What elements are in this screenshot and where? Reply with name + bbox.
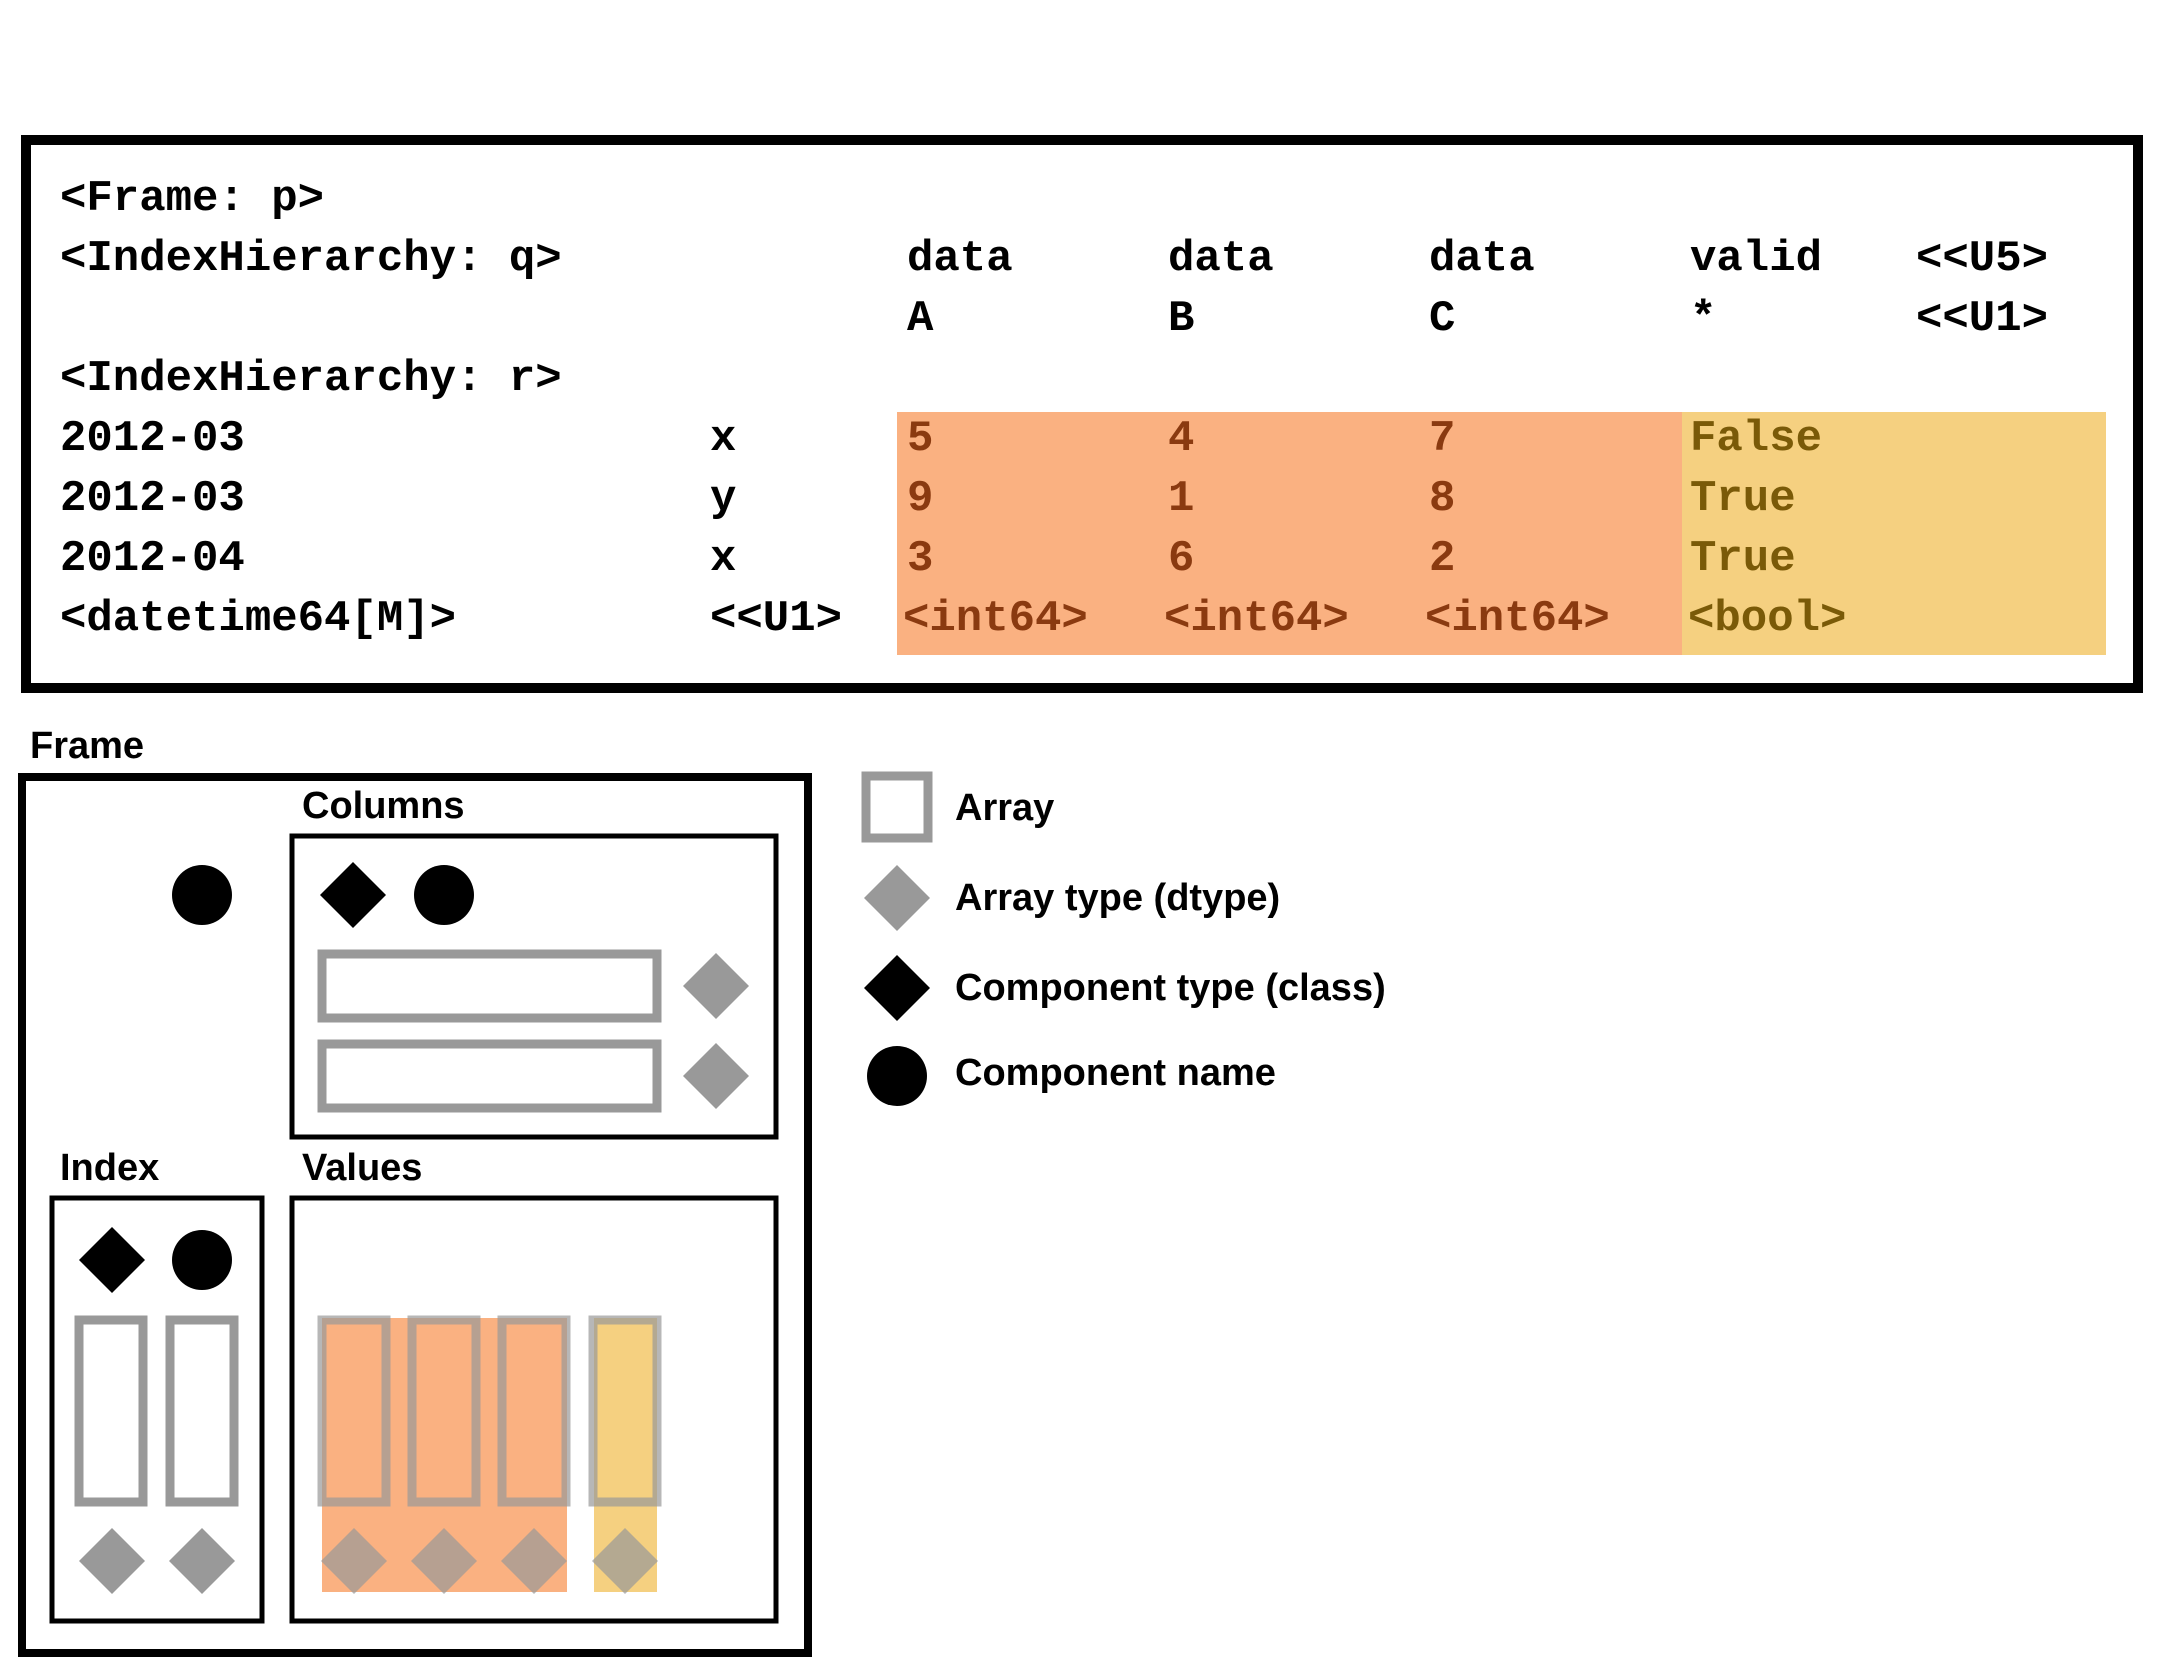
values-dtype-diamond-3 <box>592 1528 658 1594</box>
int-values-highlight <box>897 412 1682 655</box>
value-dtype-valid: <bool> <box>1688 594 1846 644</box>
value-dtype-c: <int64> <box>1425 594 1610 644</box>
values-dtype-diamond-1 <box>411 1528 477 1594</box>
legend-name-circle <box>867 1046 927 1106</box>
row-2-value-a: 3 <box>907 534 933 584</box>
columns-dtype-diamond-0 <box>683 953 749 1019</box>
legend: Array Array type (dtype) Component type … <box>861 771 1386 1106</box>
index-array-0 <box>74 1315 148 1507</box>
legend-class-label: Component type (class) <box>955 967 1386 1009</box>
row-1-index-date: 2012-03 <box>60 474 245 524</box>
row-1-value-valid: True <box>1690 474 1796 524</box>
values-dtype-diamond-0 <box>321 1528 387 1594</box>
index-array-1 <box>165 1315 239 1507</box>
values-label: Values <box>302 1147 422 1189</box>
row-0-value-valid: False <box>1690 414 1822 464</box>
columns-name-circle <box>414 865 474 925</box>
row-2-value-b: 6 <box>1168 534 1194 584</box>
row-0-value-b: 4 <box>1168 414 1194 464</box>
col-level1-valid: * <box>1690 294 1716 344</box>
legend-class-diamond <box>864 955 930 1021</box>
columns-dtype-diamond-1 <box>683 1043 749 1109</box>
values-array-1 <box>407 1315 481 1507</box>
index-header: <IndexHierarchy: r> <box>60 354 562 404</box>
row-2-value-c: 2 <box>1429 534 1455 584</box>
col-dtype-level0: <<U5> <box>1916 234 2048 284</box>
value-dtype-a: <int64> <box>903 594 1088 644</box>
index-dtype-diamond-1 <box>169 1528 235 1594</box>
legend-name-label: Component name <box>955 1052 1276 1094</box>
frame-name-circle <box>172 865 232 925</box>
col-dtype-level1: <<U1> <box>1916 294 2048 344</box>
col-level0-a: data <box>907 234 1013 284</box>
values-array-3 <box>588 1315 662 1507</box>
row-0-value-a: 5 <box>907 414 933 464</box>
row-0-value-c: 7 <box>1429 414 1455 464</box>
row-0-index-date: 2012-03 <box>60 414 245 464</box>
col-level0-valid: valid <box>1690 234 1822 284</box>
row-0-index-label: x <box>710 414 736 464</box>
values-array-0 <box>317 1315 391 1507</box>
values-dtype-diamond-2 <box>501 1528 567 1594</box>
frame-component-diagram: Frame Columns Index Values <box>18 725 812 1657</box>
index-dtype-diamond-0 <box>79 1528 145 1594</box>
columns-array-0 <box>317 949 662 1023</box>
columns-header: <IndexHierarchy: q> <box>60 234 562 284</box>
legend-dtype-diamond <box>864 865 930 931</box>
row-1-value-c: 8 <box>1429 474 1455 524</box>
index-name-circle <box>172 1230 232 1290</box>
frame-display-panel: <Frame: p> <IndexHierarchy: q> <IndexHie… <box>21 135 2143 693</box>
values-array-2 <box>497 1315 571 1507</box>
columns-label: Columns <box>302 785 465 827</box>
frame-label: Frame <box>30 725 144 767</box>
frame-header: <Frame: p> <box>60 174 324 224</box>
columns-array-1 <box>317 1039 662 1113</box>
row-2-value-valid: True <box>1690 534 1796 584</box>
bool-values-highlight <box>1682 412 2106 655</box>
col-level0-b: data <box>1168 234 1274 284</box>
col-level1-a: A <box>907 294 934 344</box>
row-2-index-label: x <box>710 534 736 584</box>
row-2-index-date: 2012-04 <box>60 534 245 584</box>
columns-class-diamond <box>320 862 386 928</box>
row-1-value-b: 1 <box>1168 474 1194 524</box>
index-class-diamond <box>79 1227 145 1293</box>
legend-dtype-label: Array type (dtype) <box>955 877 1280 919</box>
col-level0-c: data <box>1429 234 1535 284</box>
index-label: Index <box>60 1147 159 1189</box>
row-1-value-a: 9 <box>907 474 933 524</box>
legend-array-swatch <box>861 771 933 843</box>
index-dtype-0: <datetime64[M]> <box>60 594 456 644</box>
value-dtype-b: <int64> <box>1164 594 1349 644</box>
legend-array-label: Array <box>955 787 1054 829</box>
col-level1-c: C <box>1429 294 1455 344</box>
row-1-index-label: y <box>710 474 736 524</box>
index-dtype-1: <<U1> <box>710 594 842 644</box>
col-level1-b: B <box>1168 294 1194 344</box>
